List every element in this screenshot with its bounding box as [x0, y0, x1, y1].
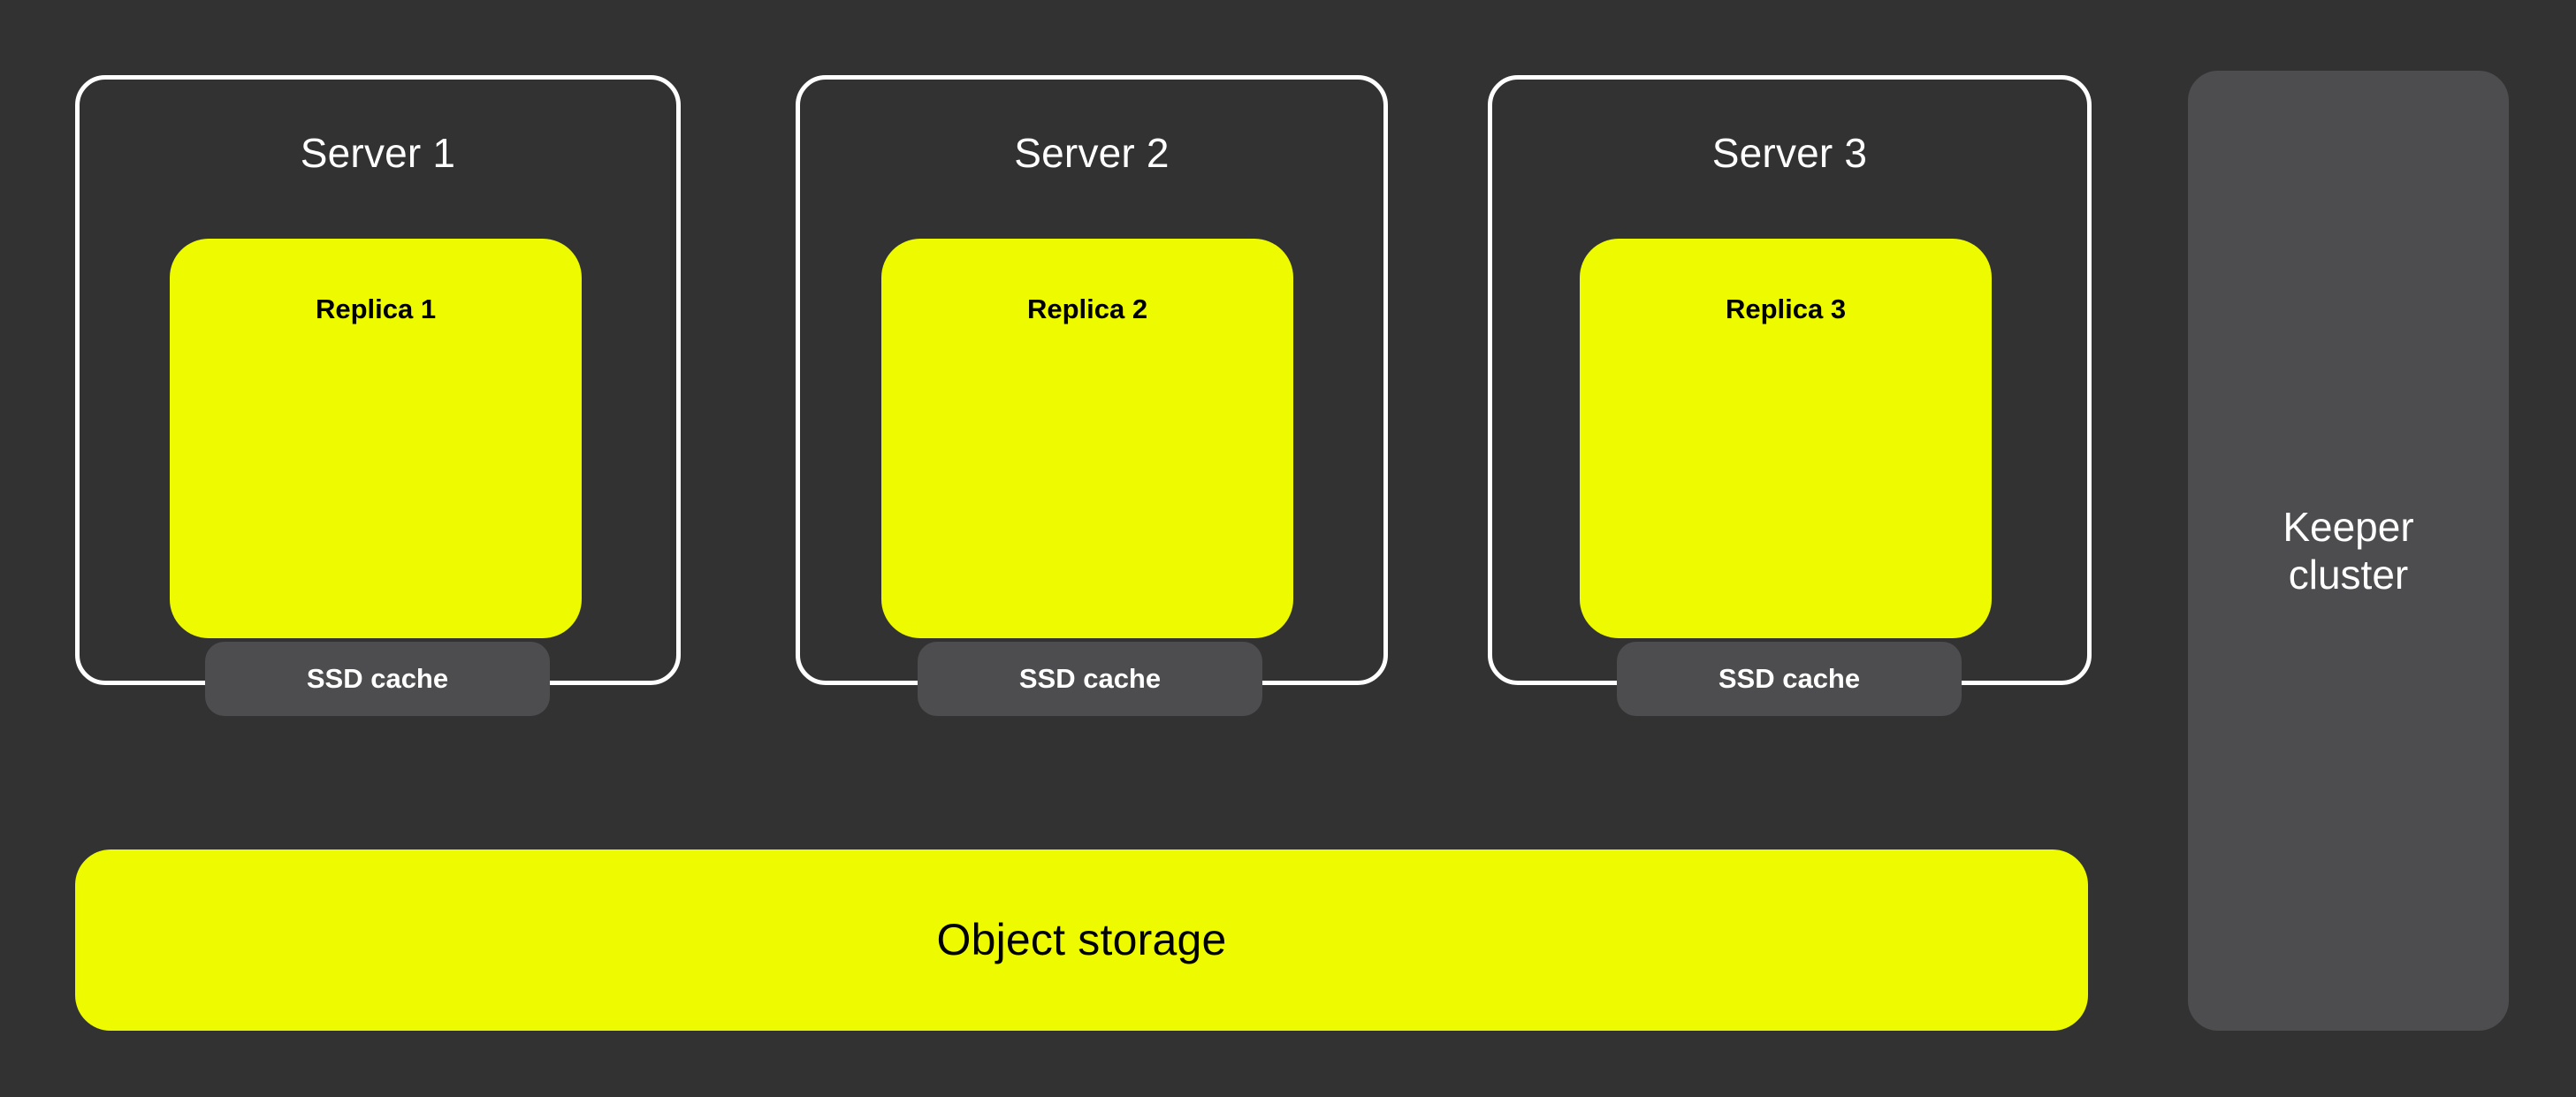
keeper-cluster-label: Keeper cluster: [2283, 503, 2414, 598]
ssd-cache-box-2[interactable]: SSD cache: [918, 642, 1262, 716]
replica-label-3: Replica 3: [1725, 293, 1847, 324]
ssd-cache-box-1[interactable]: SSD cache: [205, 642, 550, 716]
keeper-cluster-box[interactable]: Keeper cluster: [2188, 71, 2509, 1031]
ssd-cache-label-3: SSD cache: [1718, 662, 1861, 694]
replica-box-3[interactable]: [1580, 239, 1992, 638]
server-label-1: Server 1: [300, 130, 456, 176]
replica-label-2: Replica 2: [1026, 293, 1148, 324]
replica-box-2[interactable]: [881, 239, 1293, 638]
object-storage-box[interactable]: Object storage: [75, 849, 2088, 1031]
ssd-cache-label-1: SSD cache: [306, 662, 449, 694]
ssd-cache-box-3[interactable]: SSD cache: [1617, 642, 1962, 716]
server-label-3: Server 3: [1711, 130, 1868, 176]
ssd-cache-label-2: SSD cache: [1018, 662, 1162, 694]
server-label-2: Server 2: [1014, 130, 1170, 176]
object-storage-label: Object storage: [936, 915, 1227, 964]
replica-box-1[interactable]: [170, 239, 582, 638]
replica-label-1: Replica 1: [315, 293, 437, 324]
